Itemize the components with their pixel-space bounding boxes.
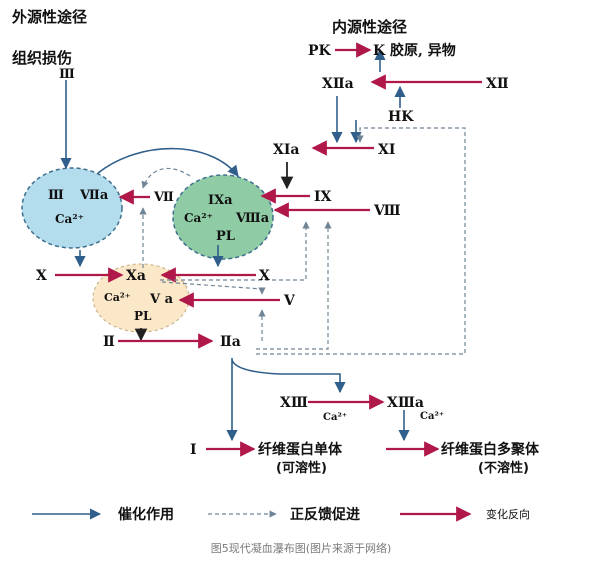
arrow-iia-to-xiii xyxy=(231,359,346,394)
arrow-complex1-to-complex2 xyxy=(97,147,239,177)
factor-xiii-ca: Ca²⁺ xyxy=(323,412,347,423)
c1-tf: Ⅲ xyxy=(48,188,64,203)
factor-xiiia-ca: Ca²⁺ xyxy=(420,411,444,422)
factor-v: V xyxy=(283,293,296,309)
feedback-iia-to-xi xyxy=(256,127,466,355)
factor-xiia: XⅡa xyxy=(322,76,354,92)
complex-tf-viia xyxy=(21,167,123,249)
factor-iii-top: Ⅲ xyxy=(59,67,75,82)
c2-pl: PL xyxy=(216,229,235,244)
legend: 催化作用 正反馈促进 变化反向 xyxy=(32,506,530,523)
legend-feedback-label: 正反馈促进 xyxy=(290,506,360,523)
figure-caption: 图5现代凝血瀑布图(图片来源于网络) xyxy=(211,541,392,555)
factor-x-left: X xyxy=(36,268,47,284)
factor-vii: Ⅶ xyxy=(153,190,174,205)
heading-tissue-injury: 组织损伤 xyxy=(12,49,72,67)
factor-i: Ⅰ xyxy=(190,442,197,458)
factor-k-collagen: K 胶原, 异物 xyxy=(373,42,456,59)
legend-catalysis-label: 催化作用 xyxy=(118,506,174,523)
feedback-xa-to-v xyxy=(161,281,266,295)
factor-x-right: X xyxy=(259,268,270,284)
c2-ixa: ⅠXa xyxy=(208,193,233,208)
fibrin-monomer: 纤维蛋白单体 xyxy=(258,441,343,458)
feedback-xa-to-viii xyxy=(160,221,310,281)
factor-pk: PK xyxy=(308,43,332,59)
feedback-ixa-to-vii xyxy=(141,167,191,189)
heading-extrinsic: 外源性途径 xyxy=(11,8,87,26)
fibrin-polymer-insoluble: (不溶性) xyxy=(478,460,529,476)
c3-pl: PL xyxy=(134,309,152,323)
feedback-iia-to-viii xyxy=(256,221,332,350)
factor-xa: Xa xyxy=(126,268,146,284)
fibrin-monomer-soluble: (可溶性) xyxy=(276,460,327,476)
factor-viii: Ⅷ xyxy=(373,203,401,219)
factor-hk: HK xyxy=(388,109,414,125)
factor-ix: ⅠX xyxy=(314,189,332,205)
heading-intrinsic: 内源性途径 xyxy=(332,18,407,36)
factor-xi: XⅠ xyxy=(378,142,395,158)
c1-ca: Ca²⁺ xyxy=(55,212,84,226)
factor-iia: Ⅱa xyxy=(220,334,241,350)
factor-xiii: XⅢ xyxy=(280,395,308,411)
c2-ca: Ca²⁺ xyxy=(184,211,213,225)
factor-xii: XⅡ xyxy=(486,76,509,92)
c3-ca: Ca²⁺ xyxy=(104,291,131,304)
fibrin-polymer: 纤维蛋白多聚体 xyxy=(441,441,540,458)
factor-xiiia: XⅢa xyxy=(387,395,424,411)
factor-xia: XⅠa xyxy=(273,142,299,158)
factor-ii: Ⅱ xyxy=(103,334,115,350)
c2-viiia: Ⅷa xyxy=(235,211,270,226)
c3-va: V a xyxy=(149,292,174,307)
legend-change-label: 变化反向 xyxy=(486,507,530,521)
c1-viia: Ⅶa xyxy=(79,188,109,203)
